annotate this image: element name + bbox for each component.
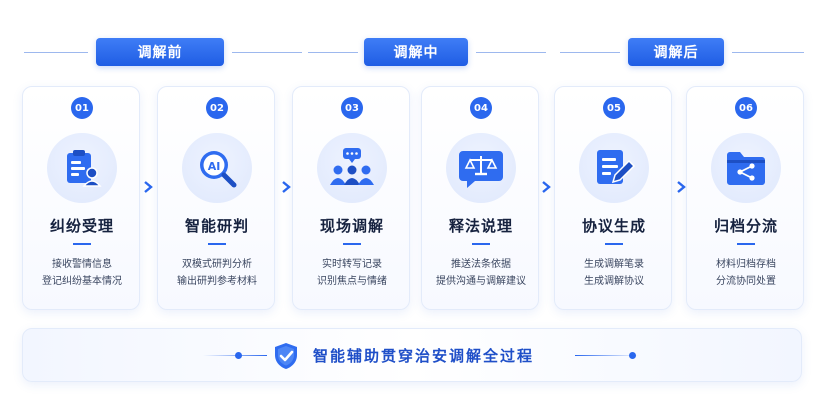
phase-during-pill: 调解中	[364, 38, 468, 66]
icon-badge	[579, 133, 649, 203]
folder-share-icon	[727, 152, 765, 185]
step-title: 智能研判	[184, 217, 249, 235]
phase-header-row: 调解前 调解中 调解后	[0, 38, 832, 68]
step-title: 释法说理	[448, 217, 513, 235]
chevron-right-icon	[677, 181, 686, 193]
banner-line	[203, 355, 267, 356]
icon-badge	[711, 133, 781, 203]
phase-line	[560, 52, 620, 53]
phase-after-pill: 调解后	[628, 38, 724, 66]
svg-text:AI: AI	[208, 160, 221, 173]
phase-line	[476, 52, 546, 53]
phase-line	[24, 52, 88, 53]
phase-line	[308, 52, 358, 53]
phase-before-pill: 调解前	[96, 38, 224, 66]
step-number: 03	[341, 97, 363, 119]
step-card-5: 05 协议生成 生成调解笔录 生成调解协议	[554, 86, 672, 310]
title-divider	[343, 243, 361, 245]
step-desc-line1: 实时转写记录	[322, 259, 382, 270]
step-title: 纠纷受理	[49, 217, 114, 235]
step-desc-line2: 提供沟通与调解建议	[436, 276, 526, 287]
title-divider	[208, 243, 226, 245]
step-desc-line2: 登记纠纷基本情况	[42, 276, 122, 287]
step-desc-line1: 接收警情信息	[52, 259, 112, 270]
chevron-right-icon	[282, 181, 291, 193]
banner-line	[575, 355, 639, 356]
step-desc-line2: 输出研判参考材料	[177, 276, 257, 287]
step-desc-line1: 推送法条依据	[451, 259, 511, 270]
step-title: 协议生成	[581, 217, 646, 235]
step-number: 05	[603, 97, 625, 119]
icon-badge	[317, 133, 387, 203]
icon-badge	[47, 133, 117, 203]
step-number: 06	[735, 97, 757, 119]
step-number: 04	[470, 97, 492, 119]
step-desc-line1: 双模式研判分析	[182, 259, 252, 270]
ai-search-icon: AI	[200, 151, 237, 188]
title-divider	[605, 243, 623, 245]
chevron-right-icon	[144, 181, 153, 193]
step-card-4: 04 释法说理 推送法条依据 提供沟通与调解建议	[421, 86, 539, 310]
step-desc-line2: 分流协同处置	[716, 276, 776, 287]
step-desc-line2: 识别焦点与情绪	[317, 276, 387, 287]
shield-check-icon	[275, 343, 297, 369]
step-card-2: 02 AI 智能研判 双模式研判分析 输出研判参考材料	[157, 86, 275, 310]
clipboard-user-icon	[67, 150, 102, 187]
step-desc-line1: 生成调解笔录	[584, 259, 644, 270]
step-title: 归档分流	[713, 217, 778, 235]
law-scale-icon	[459, 151, 503, 188]
phase-line	[232, 52, 302, 53]
step-number: 01	[71, 97, 93, 119]
banner-text: 智能辅助贯穿治安调解全过程	[313, 347, 535, 365]
title-divider	[73, 243, 91, 245]
summary-banner: 智能辅助贯穿治安调解全过程	[22, 328, 802, 382]
banner-dot	[629, 352, 636, 359]
step-number: 02	[206, 97, 228, 119]
step-desc-line1: 材料归档存档	[716, 259, 776, 270]
title-divider	[737, 243, 755, 245]
title-divider	[472, 243, 490, 245]
icon-badge	[446, 133, 516, 203]
step-desc-line2: 生成调解协议	[584, 276, 644, 287]
step-card-1: 01 纠纷受理 接收警情信息 登记纠纷基本情况	[22, 86, 140, 310]
phase-line	[732, 52, 804, 53]
document-edit-icon	[597, 150, 636, 184]
step-title: 现场调解	[319, 217, 384, 235]
step-card-3: 03 现场调解 实时转写记录 识别焦点与情绪	[292, 86, 410, 310]
step-card-6: 06 归档分流 材料归档存档 分流协同处置	[686, 86, 804, 310]
icon-badge: AI	[182, 133, 252, 203]
chevron-right-icon	[542, 181, 551, 193]
group-chat-icon	[330, 148, 374, 185]
